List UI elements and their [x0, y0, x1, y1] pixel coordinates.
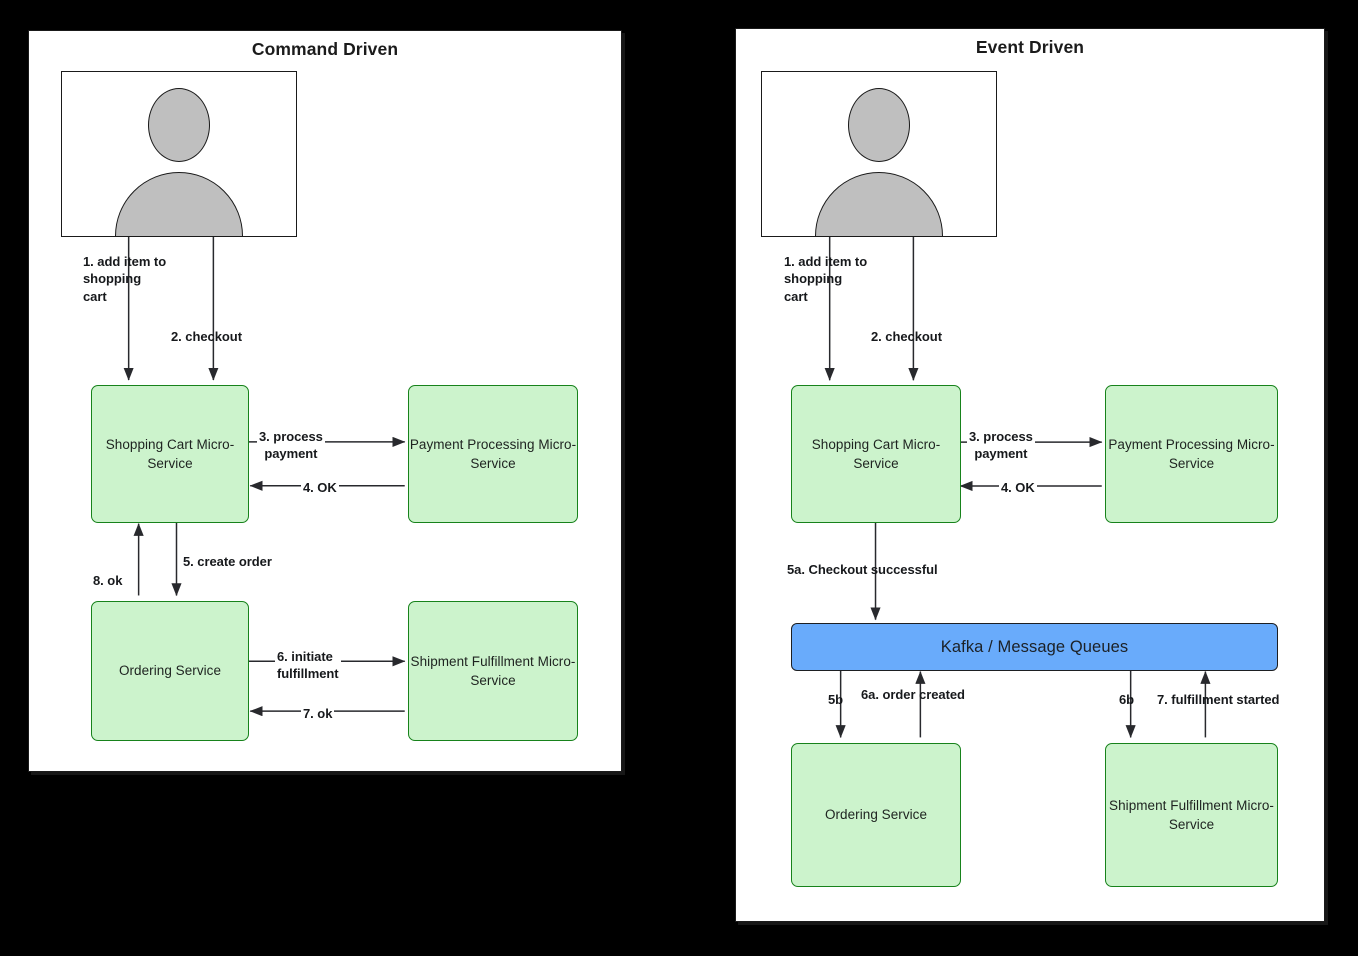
- actor-box-customer: [61, 71, 297, 237]
- user-actor-icon-head: [848, 88, 910, 162]
- service-label: Shipment Fulfillment Micro-Service: [1109, 797, 1274, 832]
- user-actor-icon-head: [148, 88, 210, 162]
- service-box-shipment-fulfillment[interactable]: Shipment Fulfillment Micro-Service: [408, 601, 578, 741]
- actor-box-customer: [761, 71, 997, 237]
- flow-label-8: 8. ok: [91, 572, 125, 590]
- flow-label-5: 5. create order: [181, 553, 274, 571]
- service-label: Shopping Cart Micro-Service: [105, 436, 235, 471]
- service-box-shipment-fulfillment[interactable]: Shipment Fulfillment Micro-Service: [1105, 743, 1278, 887]
- panel-command-driven: Command Driven: [28, 30, 622, 772]
- service-box-shopping-cart[interactable]: Shopping Cart Micro-Service: [791, 385, 961, 523]
- flow-label-6: 6. initiate fulfillment: [275, 648, 341, 683]
- service-box-ordering-service[interactable]: Ordering Service: [91, 601, 249, 741]
- service-label: Payment Processing Micro-Service: [409, 436, 577, 471]
- flow-label-4: 4. OK: [999, 479, 1037, 497]
- service-label: Ordering Service: [824, 807, 928, 823]
- flow-label-6a: 6a. order created: [861, 687, 965, 702]
- service-box-payment-processing[interactable]: Payment Processing Micro-Service: [408, 385, 578, 523]
- flow-label-4: 4. OK: [301, 479, 339, 497]
- service-box-ordering-service[interactable]: Ordering Service: [791, 743, 961, 887]
- flow-label-2: 2. checkout: [171, 329, 242, 344]
- service-label: Payment Processing Micro-Service: [1108, 436, 1275, 471]
- flow-label-1: 1. add item to shopping cart: [83, 254, 167, 304]
- service-box-payment-processing[interactable]: Payment Processing Micro-Service: [1105, 385, 1278, 523]
- flow-label-1: 1. add item to shopping cart: [784, 254, 868, 304]
- flow-label-5a: 5a. Checkout successful: [787, 562, 938, 577]
- flow-label-7: 7. fulfillment started: [1157, 692, 1280, 707]
- flow-label-6b: 6b: [1119, 692, 1135, 707]
- broker-label: Kafka / Message Queues: [940, 637, 1129, 656]
- service-box-shopping-cart[interactable]: Shopping Cart Micro-Service: [91, 385, 249, 523]
- flow-label-3: 3. process payment: [967, 428, 1035, 463]
- flow-label-7: 7. ok: [301, 705, 335, 723]
- flow-label-5b: 5b: [828, 692, 844, 707]
- flow-label-3: 3. process payment: [257, 428, 325, 463]
- service-label: Shopping Cart Micro-Service: [811, 436, 941, 471]
- service-label: Ordering Service: [118, 663, 222, 679]
- broker-bar-kafka-message-queues[interactable]: Kafka / Message Queues: [791, 623, 1278, 671]
- user-actor-icon-body: [815, 172, 943, 236]
- service-label: Shipment Fulfillment Micro-Service: [410, 653, 576, 688]
- user-actor-icon-body: [115, 172, 243, 236]
- panel-title-command-driven: Command Driven: [251, 39, 399, 59]
- panel-event-driven: Event Driven: [735, 28, 1325, 922]
- panel-title-event-driven: Event Driven: [975, 37, 1085, 57]
- flow-label-2: 2. checkout: [871, 329, 942, 344]
